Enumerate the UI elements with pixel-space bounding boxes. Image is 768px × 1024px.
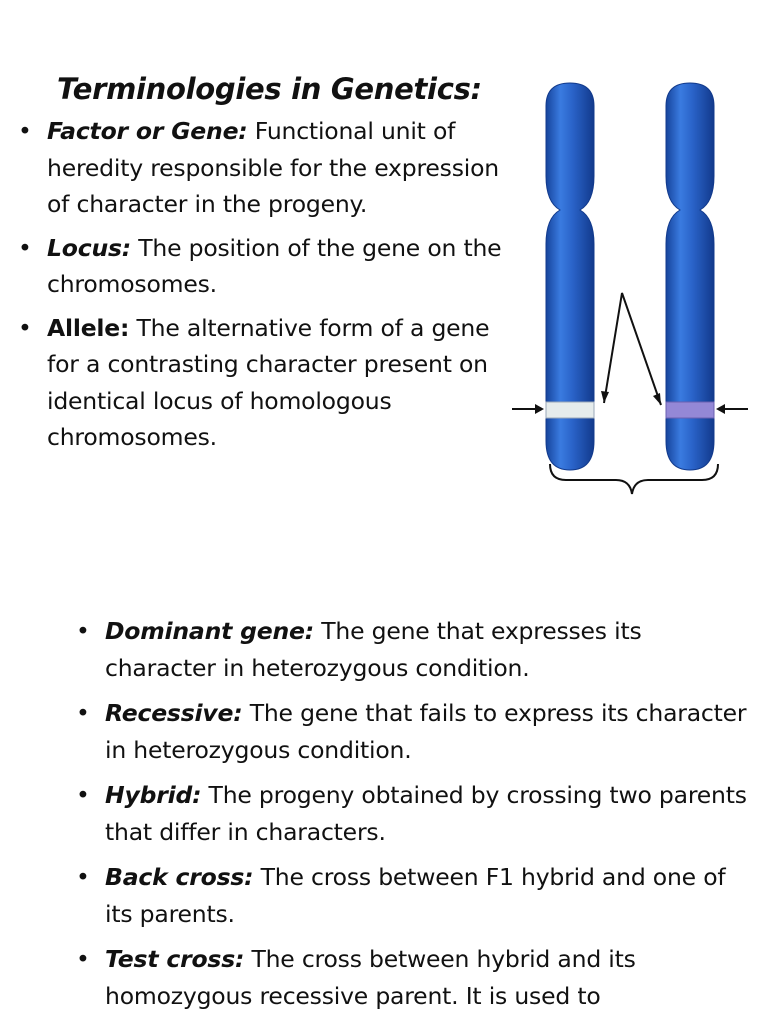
term-item-recessive: • Recessive: The gene that fails to expre…: [76, 695, 756, 768]
side-arrows: [512, 404, 748, 414]
homologous-chromosomes-figure: [508, 78, 758, 502]
arrowhead-icon: [653, 393, 661, 405]
left-chromosome: [545, 82, 595, 471]
term-item-allele: • Allele: The alternative form of a gene …: [18, 310, 518, 456]
term-label: Dominant gene:: [105, 617, 314, 645]
term-item-hybrid: • Hybrid: The progeny obtained by crossin…: [76, 777, 756, 850]
bullet-icon: •: [76, 699, 90, 727]
bullet-icon: •: [76, 863, 90, 891]
term-definition: The gene that fails to express its chara…: [105, 699, 747, 764]
term-label: Test cross:: [105, 945, 245, 973]
term-label: Back cross:: [105, 863, 254, 891]
term-item-factor-gene: • Factor or Gene: Functional unit of here…: [18, 113, 518, 223]
term-item-locus: • Locus: The position of the gene on the …: [18, 230, 518, 303]
term-definition: The alternative form of a gene for a con…: [47, 313, 490, 452]
term-item-back-cross: • Back cross: The cross between F1 hybrid…: [76, 859, 756, 932]
term-definition: The cross between F1 hybrid and one of i…: [105, 863, 726, 928]
term-definition: The gene that expresses its character in…: [105, 617, 642, 682]
homologous-pair-brace: [549, 463, 719, 495]
left-arrow-icon: [716, 404, 725, 414]
term-label: Hybrid:: [105, 781, 202, 809]
bottom-term-list: • Dominant gene: The gene that expresses …: [76, 613, 756, 1023]
right-allele-band: [665, 401, 715, 419]
right-chromosome: [665, 82, 715, 471]
slide-title: Terminologies in Genetics:: [57, 72, 482, 106]
term-label: Recessive:: [105, 699, 243, 727]
term-label: Locus:: [47, 233, 131, 262]
bullet-icon: •: [18, 233, 32, 262]
term-definition: The cross between hybrid and its homozyg…: [105, 945, 636, 1010]
term-item-test-cross: • Test cross: The cross between hybrid an…: [76, 941, 756, 1014]
left-allele-band: [545, 401, 595, 419]
bullet-icon: •: [76, 617, 90, 645]
locus-pointer-lines: [601, 292, 662, 406]
bullet-icon: •: [18, 313, 32, 342]
term-label: Factor or Gene:: [47, 117, 248, 145]
bullet-icon: •: [18, 117, 32, 145]
chromosome-diagram: [512, 82, 748, 495]
term-definition: The position of the gene on the chromoso…: [47, 233, 502, 299]
term-definition: The progeny obtained by crossing two par…: [105, 781, 747, 846]
bullet-icon: •: [76, 781, 90, 809]
right-arrow-icon: [535, 404, 544, 414]
top-term-list: • Factor or Gene: Functional unit of here…: [18, 113, 518, 463]
bullet-icon: •: [76, 945, 90, 973]
term-label: Allele:: [47, 313, 130, 342]
term-definition: Functional unit of heredity responsible …: [47, 117, 499, 218]
term-item-dominant-gene: • Dominant gene: The gene that expresses …: [76, 613, 756, 686]
arrowhead-icon: [601, 391, 609, 403]
